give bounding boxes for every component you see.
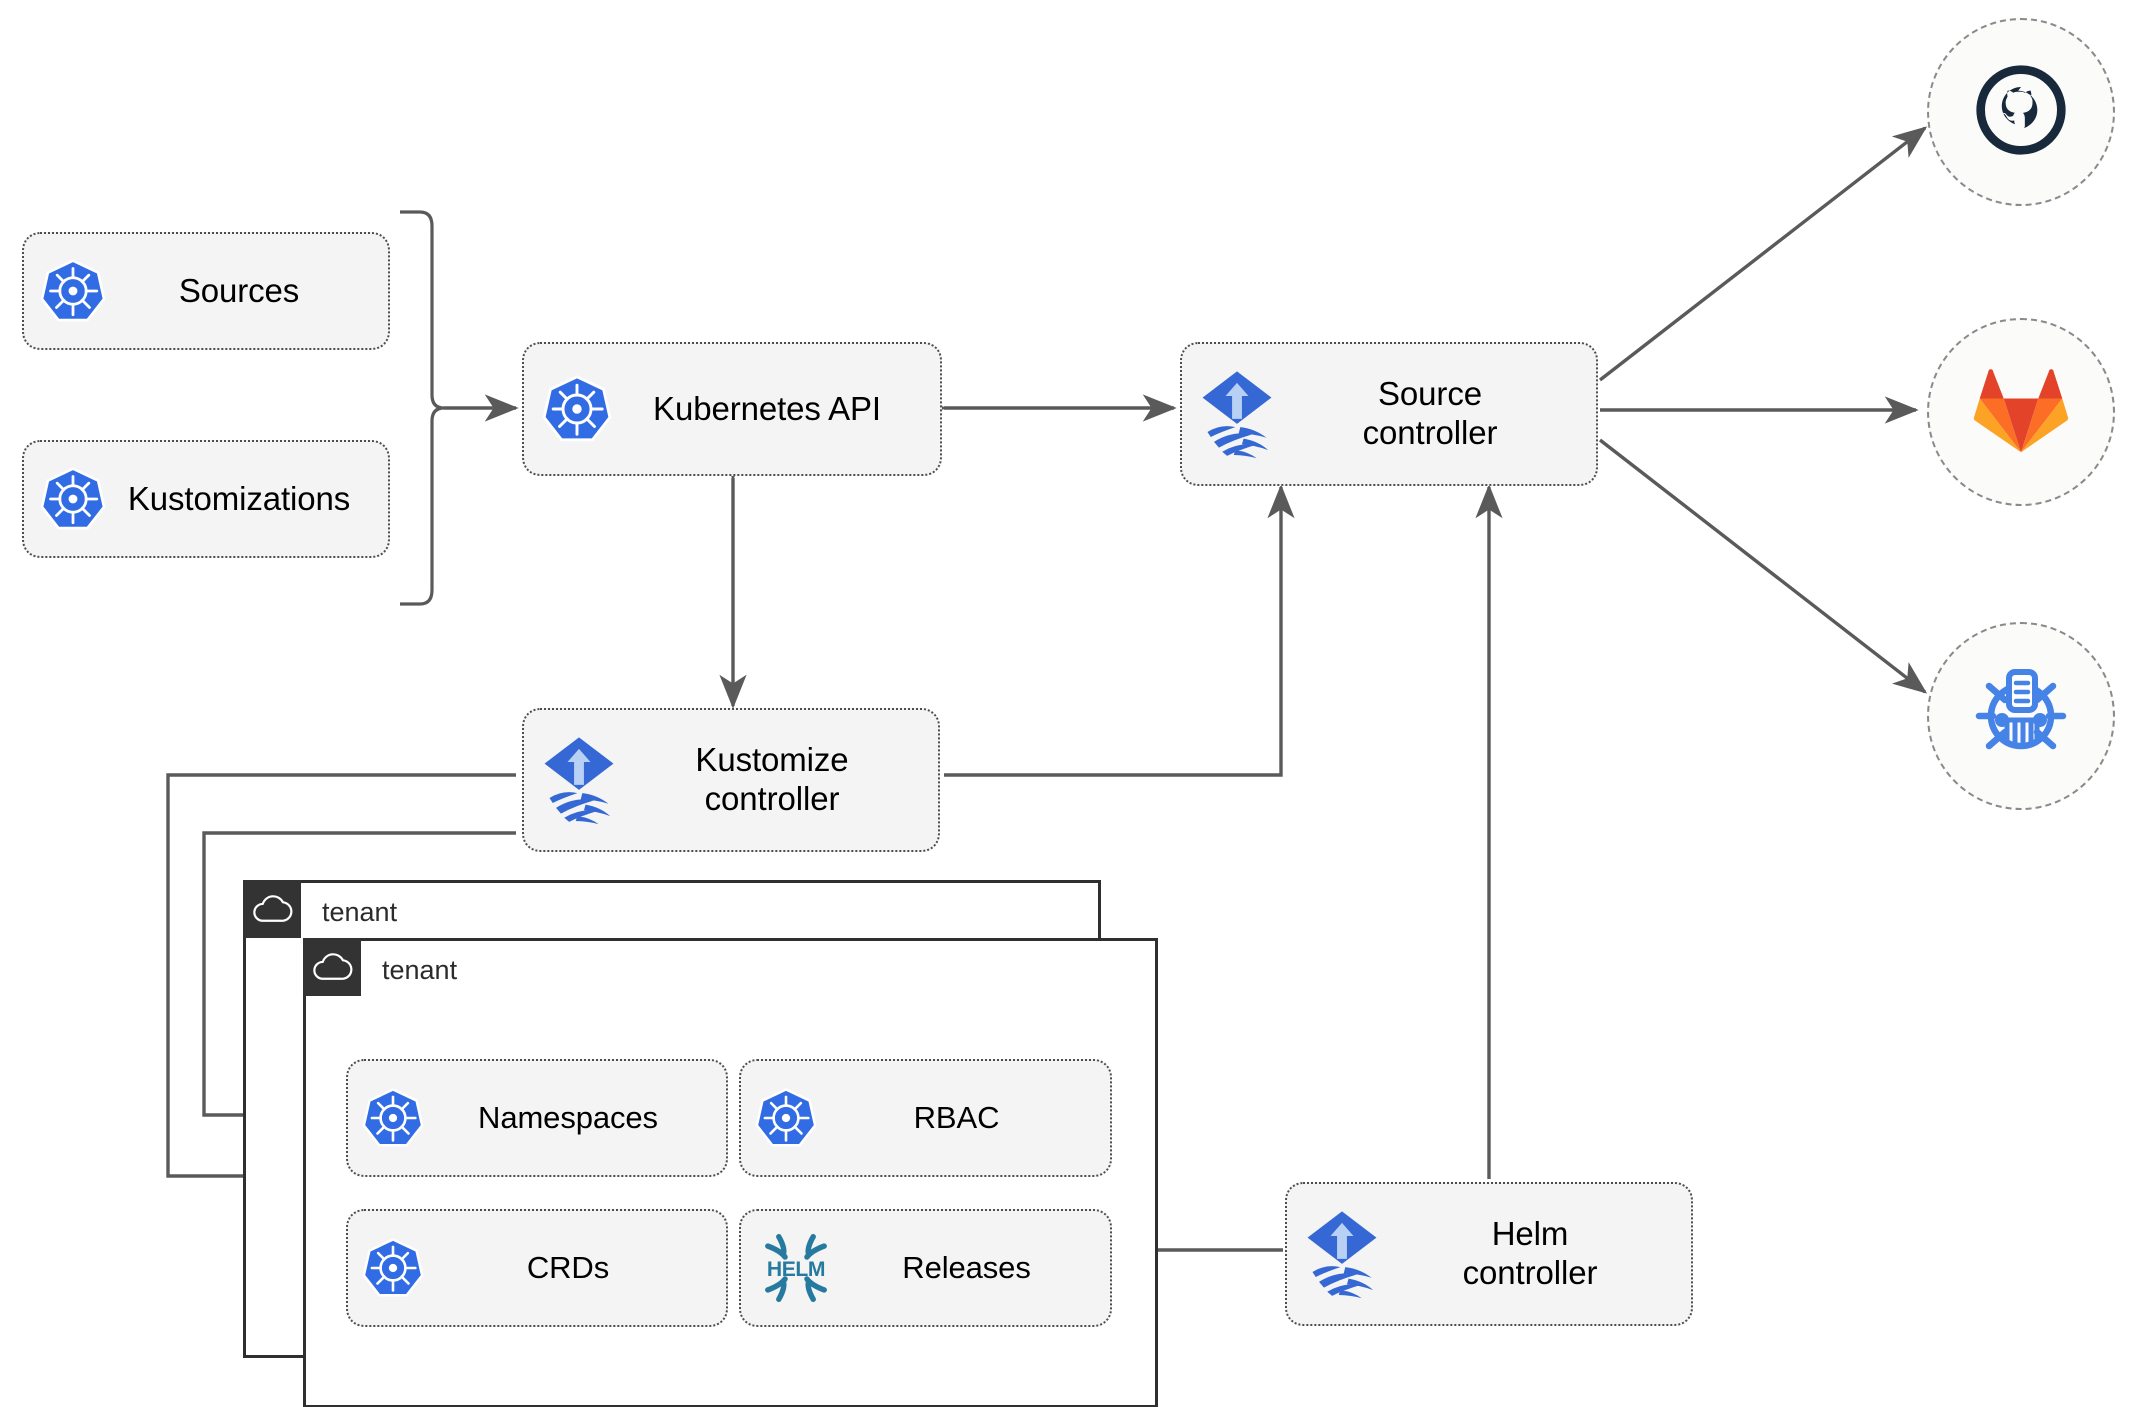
node-kustomizations[interactable]: Kustomizations bbox=[22, 440, 390, 558]
tenant-back-label-wrap: tenant bbox=[322, 883, 397, 941]
provider-gitlab[interactable] bbox=[1927, 318, 2115, 506]
node-sources[interactable]: Sources bbox=[22, 232, 390, 350]
flux-icon bbox=[1301, 1208, 1383, 1300]
provider-harbor[interactable] bbox=[1927, 622, 2115, 810]
github-icon bbox=[1973, 62, 2069, 163]
node-source-controller-label: Source controller bbox=[1362, 375, 1498, 451]
node-rbac-label: RBAC bbox=[913, 1099, 1000, 1135]
tenant-panel-front[interactable]: tenant bbox=[303, 938, 1158, 1407]
tenant-header-bar bbox=[243, 880, 301, 938]
node-crds-label: CRDs bbox=[526, 1249, 610, 1285]
flux-icon bbox=[538, 734, 620, 826]
edge-kustomize-sourcecontroller bbox=[944, 484, 1295, 777]
cloud-icon bbox=[313, 953, 353, 980]
edge-sourcecontroller-github bbox=[1598, 126, 1928, 382]
harbor-icon bbox=[1971, 664, 2071, 769]
tenant-label: tenant bbox=[322, 896, 398, 927]
node-helm-controller-label: Helm controller bbox=[1462, 1215, 1598, 1291]
node-kustomize-controller-label: Kustomize controller bbox=[695, 741, 849, 817]
flux-icon bbox=[1196, 368, 1278, 460]
edge-sourcecontroller-harbor bbox=[1598, 438, 1928, 694]
node-rbac[interactable]: RBAC bbox=[739, 1059, 1112, 1177]
node-namespaces-label: Namespaces bbox=[478, 1099, 658, 1135]
node-sources-label: Sources bbox=[178, 271, 300, 309]
kubernetes-icon bbox=[755, 1087, 817, 1149]
node-namespaces[interactable]: Namespaces bbox=[346, 1059, 728, 1177]
node-releases-label: Releases bbox=[902, 1249, 1031, 1285]
tenant-header-bar bbox=[303, 938, 361, 996]
node-kubernetes-api[interactable]: Kubernetes API bbox=[522, 342, 942, 476]
node-kubernetes-api-label: Kubernetes API bbox=[653, 389, 881, 427]
kubernetes-icon bbox=[362, 1237, 424, 1299]
node-kustomize-controller[interactable]: Kustomize controller bbox=[522, 708, 940, 852]
kubernetes-icon bbox=[40, 466, 106, 532]
kubernetes-icon bbox=[362, 1087, 424, 1149]
node-source-controller[interactable]: Source controller bbox=[1180, 342, 1598, 486]
helm-icon: HELM bbox=[755, 1232, 837, 1304]
gitlab-icon bbox=[1973, 362, 2069, 463]
node-releases[interactable]: HELM Releases bbox=[739, 1209, 1112, 1327]
svg-text:HELM: HELM bbox=[767, 1258, 825, 1281]
group-bracket bbox=[400, 210, 445, 606]
node-helm-controller[interactable]: Helm controller bbox=[1285, 1182, 1693, 1326]
kubernetes-icon bbox=[40, 258, 106, 324]
node-kustomizations-label: Kustomizations bbox=[127, 479, 351, 517]
tenant-front-label-wrap: tenant bbox=[382, 941, 457, 999]
kubernetes-icon bbox=[542, 374, 612, 444]
tenant-label: tenant bbox=[382, 954, 458, 985]
provider-github[interactable] bbox=[1927, 18, 2115, 206]
node-crds[interactable]: CRDs bbox=[346, 1209, 728, 1327]
cloud-icon bbox=[253, 895, 293, 922]
